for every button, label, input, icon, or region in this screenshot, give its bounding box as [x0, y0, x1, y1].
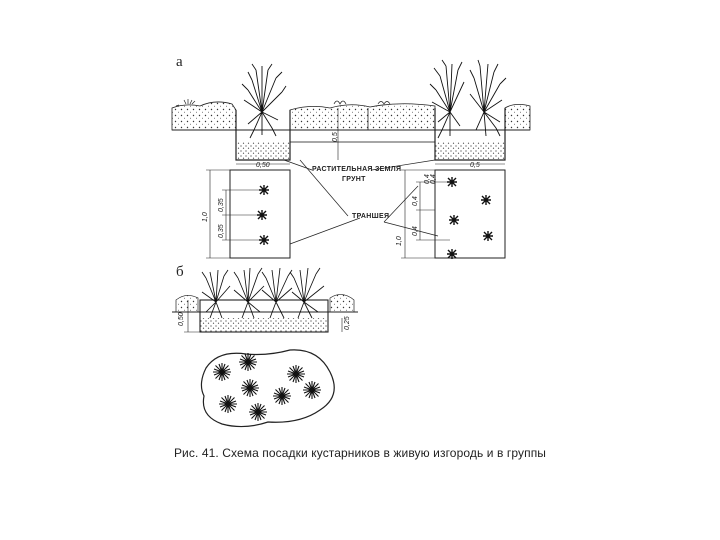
dim-width-left: 0,50 [256, 162, 270, 169]
dim-depth-center: 0,5 [332, 132, 339, 142]
plan-right [401, 169, 506, 260]
panel-label-a: а [176, 54, 183, 70]
dim-plan-right-step2: 0,4 [412, 226, 419, 236]
section-shrub-right-1 [429, 59, 465, 139]
dim-width-right: 0,5 [470, 162, 480, 169]
trench-label: ТРАНШЕЯ [352, 213, 390, 220]
section-shrub-left [241, 63, 287, 139]
group-plan-outline [200, 349, 335, 428]
dim-group-depth-left: 0,50 [178, 312, 185, 326]
plan-left [206, 169, 291, 259]
dim-plan-left-total: 1,0 [202, 212, 209, 222]
dim-plan-right-w2: 0,4 [430, 174, 437, 184]
soil-label-1: РАСТИТЕЛЬНАЯ ЗЕМЛЯ [312, 166, 402, 173]
figure-caption: Рис. 41. Схема посадки кустарников в жив… [173, 446, 547, 460]
leader-lines [283, 159, 439, 245]
soil-label-2: ГРУНТ [342, 176, 366, 183]
section-a-ground [171, 101, 531, 165]
dim-group-depth-right: 0,25 [344, 316, 351, 330]
section-b [172, 294, 358, 333]
section-b-shrubs [201, 267, 325, 319]
grass-tufts [175, 99, 391, 107]
dim-plan-left-step1: 0,35 [218, 198, 225, 212]
group-plan-bushes [212, 352, 322, 422]
section-shrub-right-2 [469, 59, 507, 137]
panel-label-b: б [176, 264, 184, 280]
dim-plan-right-total: 1,0 [396, 236, 403, 246]
dim-plan-left-step2: 0,35 [218, 224, 225, 238]
dim-plan-right-step: 0,4 [412, 196, 419, 206]
